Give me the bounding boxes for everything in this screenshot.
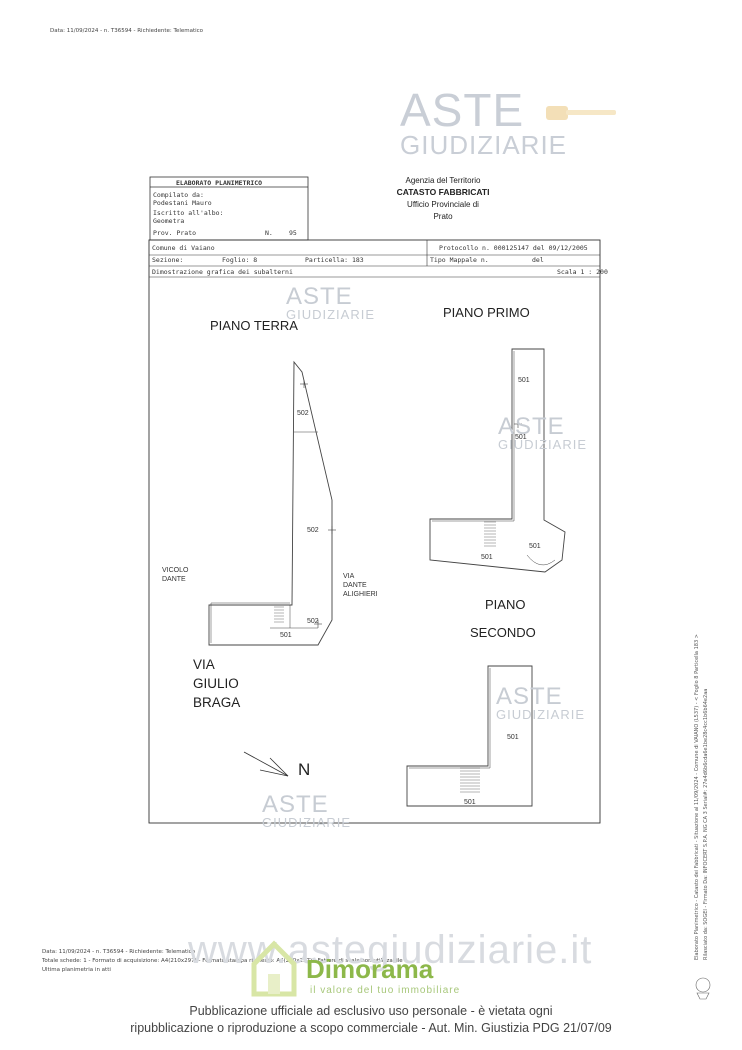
unit-501-label: 501 [507, 734, 519, 741]
secondo-label: SECONDO [470, 625, 536, 640]
aste-wm-text: ASTE [496, 683, 563, 710]
unit-501-label: 501 [481, 554, 493, 561]
giudiziarie-wm-text: GIUDIZIARIE [286, 307, 376, 322]
piano-label: PIANO [485, 597, 526, 612]
agency-line4: Prato [433, 212, 453, 221]
footer-line1: Pubblicazione ufficiale ad esclusivo uso… [189, 1004, 553, 1018]
scala: Scala 1 : 200 [557, 268, 608, 276]
via-label: VIA [193, 657, 215, 672]
header-title: ELABORATO PLANIMETRICO [176, 179, 263, 187]
giudiziarie-logo-text: GIUDIZIARIE [400, 130, 568, 160]
piano-terra-label: PIANO TERRA [210, 318, 298, 333]
prov-label: Prov. Prato [153, 229, 197, 237]
aste-wm-text: ASTE [498, 413, 565, 440]
aste-logo-watermark: ASTE GIUDIZIARIE [400, 84, 616, 160]
aste-watermark-2: ASTE GIUDIZIARIE [498, 413, 588, 452]
aste-watermark-3: ASTE GIUDIZIARIE [496, 683, 586, 722]
gavel-icon [546, 106, 616, 120]
piano-primo-label: PIANO PRIMO [443, 305, 530, 320]
aste-wm-text: ASTE [286, 283, 353, 310]
aste-watermark-4: ASTE GIUDIZIARIE [262, 791, 352, 830]
north-arrow-icon [243, 751, 289, 777]
unit-502-label: 502 [297, 410, 309, 417]
comune: Comune di Vaiano [152, 244, 215, 252]
unit-502-label: 502 [307, 618, 319, 625]
bottom-note-line1: Data: 11/09/2024 - n. T36594 - Richieden… [42, 949, 196, 955]
north-label: N [298, 760, 311, 779]
stairs-secondo [460, 767, 480, 793]
giudiziarie-wm-text: GIUDIZIARIE [262, 815, 352, 830]
unit-markers-primo [514, 420, 522, 428]
giudiziarie-wm-text: GIUDIZIARIE [496, 707, 586, 722]
alighieri-label: ALIGHIERI [343, 591, 378, 598]
house-icon [251, 940, 297, 997]
stairs-terra [274, 606, 284, 623]
agency-line2: CATASTO FABBRICATI [396, 187, 490, 197]
side-note-line1: Elaborato Planimetrico - Catasto dei Fab… [694, 634, 700, 960]
foglio: Foglio: 8 [222, 256, 258, 264]
dimorama-tagline: il valore del tuo immobiliare [310, 985, 461, 996]
dante-label: DANTE [162, 576, 186, 583]
aste-watermark-1: ASTE GIUDIZIARIE [286, 283, 376, 322]
del-label: del [532, 256, 544, 264]
giudiziarie-wm-text: GIUDIZIARIE [498, 437, 588, 452]
aste-wm-text: ASTE [262, 791, 329, 818]
n-label: N. [265, 229, 273, 237]
dimostrazione: Dimostrazione grafica dei subalterni [152, 268, 293, 276]
n-value: 95 [289, 229, 297, 237]
side-note-line2: Rilasciato da: SOGEI - Firmato Da: INFOC… [703, 688, 709, 960]
top-note: Data: 11/09/2024 - n. T36594 - Richieden… [50, 28, 204, 34]
piano-terra-outline [208, 360, 333, 646]
stamp-icon [695, 977, 711, 1000]
unit-501-label: 501 [529, 543, 541, 550]
bottom-note-line2: Totale schede: 1 - Formato di acquisizio… [42, 958, 403, 964]
compiled-by-label: Compilato da: [153, 191, 204, 199]
giulio-label: GIULIO [193, 676, 239, 691]
dimorama-logo [250, 938, 298, 1002]
unit-501-label: 501 [464, 799, 476, 806]
unit-501-label: 501 [515, 434, 527, 441]
dimorama-text: Dimorama [306, 954, 434, 984]
stairs-primo [484, 521, 496, 547]
vicolo-label: VICOLO [162, 567, 189, 574]
piano-secondo-outline [406, 665, 533, 807]
drawing-frame [148, 239, 601, 824]
protocollo: Protocollo n. 000125147 del 09/12/2005 [439, 244, 588, 252]
tipo-mappale: Tipo Mappale n. [430, 256, 489, 264]
aste-logo-text: ASTE [400, 84, 525, 136]
registered-label: Iscritto all'albo: [153, 209, 224, 217]
compiled-by-value: Podestani Mauro [153, 199, 212, 207]
footer-line2: ripubblicazione o riproduzione a scopo c… [130, 1021, 612, 1035]
unit-502-label: 502 [307, 527, 319, 534]
unit-markers-terra [300, 380, 336, 628]
agency-line1: Agenzia del Territorio [405, 176, 481, 185]
unit-501-label: 501 [518, 377, 530, 384]
piano-primo-outline [429, 348, 566, 573]
bottom-note-line3: Ultima planimetria in atti [42, 967, 111, 973]
unit-501-label: 501 [280, 632, 292, 639]
agency-line3: Ufficio Provinciale di [407, 200, 479, 209]
braga-label: BRAGA [193, 695, 241, 710]
particella: Particella: 183 [305, 256, 364, 264]
via-small-label: VIA [343, 573, 355, 580]
registered-value: Geometra [153, 217, 185, 225]
sezione: Sezione: [152, 256, 184, 264]
dante-small-label: DANTE [343, 582, 367, 589]
